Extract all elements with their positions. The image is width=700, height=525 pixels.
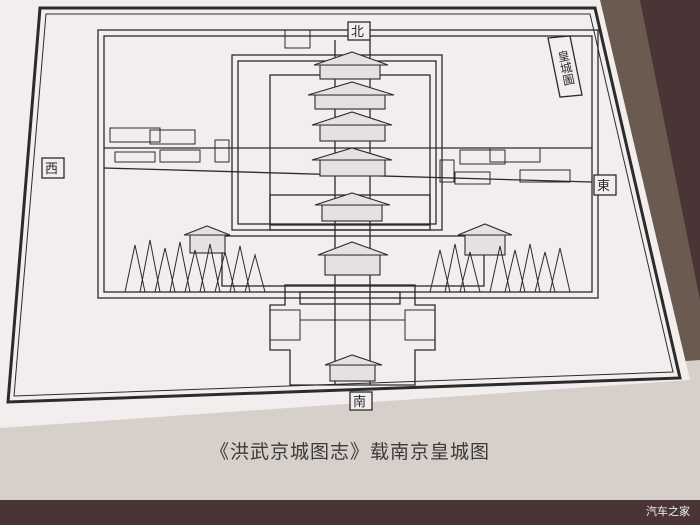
- trees-west: [124, 239, 266, 293]
- east-label: 東: [597, 178, 610, 194]
- watermark: 汽车之家: [646, 505, 690, 518]
- south-label: 南: [353, 394, 366, 410]
- west-label: 西: [45, 162, 58, 177]
- caption: 《洪武京城图志》载南京皇城图: [209, 441, 490, 463]
- north-label: 北: [351, 25, 364, 40]
- map-drawing: [6, 6, 682, 411]
- trees-east: [429, 243, 571, 293]
